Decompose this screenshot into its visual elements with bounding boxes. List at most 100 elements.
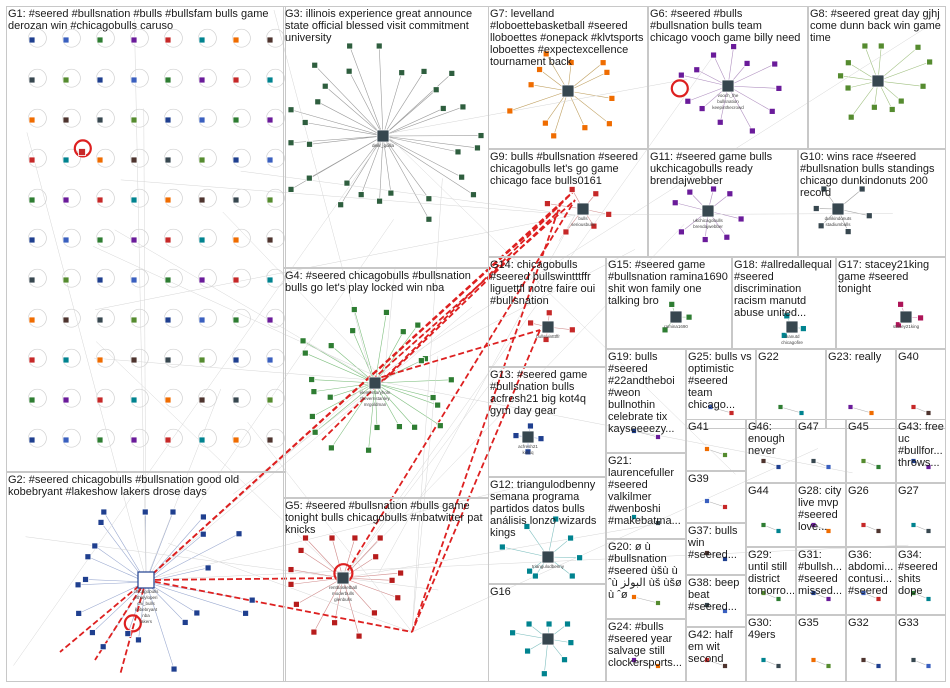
self-loop — [28, 348, 47, 368]
edge — [342, 577, 439, 591]
edge — [145, 204, 561, 581]
vertex — [925, 528, 932, 534]
edge — [78, 581, 147, 614]
vertex — [287, 139, 295, 147]
vertex — [91, 542, 99, 550]
edge — [342, 224, 685, 579]
edge — [371, 329, 541, 381]
edge — [26, 132, 147, 581]
isolate-vertex — [164, 316, 172, 324]
edge — [331, 345, 376, 384]
vertex — [459, 103, 467, 111]
group-box-g36 — [846, 547, 896, 615]
isolate-vertex — [28, 196, 36, 204]
edge — [681, 74, 729, 87]
edge — [145, 577, 344, 581]
edge — [247, 422, 413, 633]
edge — [233, 379, 385, 495]
isolate-vertex — [164, 156, 172, 164]
vertex — [434, 401, 442, 409]
group-label-g39: G39 — [688, 473, 709, 485]
vertex — [376, 197, 383, 205]
vertex — [631, 428, 637, 434]
vertex — [837, 72, 844, 80]
isolate-vertex — [232, 396, 240, 404]
vertex — [668, 300, 676, 308]
group-box-g18 — [732, 257, 836, 349]
vertex-label-layer: dear_quillaelementaryholnthevernstanleym… — [134, 93, 920, 624]
self-loop — [130, 348, 149, 368]
isolate-vertex — [130, 236, 138, 244]
isolate-vertex — [96, 36, 104, 44]
self-loop — [130, 428, 149, 448]
vertex — [722, 452, 728, 458]
self-loop — [96, 268, 115, 288]
edge — [382, 106, 464, 137]
vertex — [396, 423, 403, 430]
vertex — [74, 581, 82, 589]
vertex — [844, 59, 852, 67]
vertex — [655, 434, 661, 440]
vertex — [306, 140, 313, 148]
group-box-g47 — [796, 419, 846, 483]
vertex — [388, 576, 396, 584]
edge — [314, 65, 384, 137]
isolate-vertex — [62, 316, 70, 324]
edge — [727, 85, 773, 112]
edge — [309, 135, 384, 145]
vertex — [825, 596, 832, 602]
red-self-loop — [123, 614, 142, 633]
group-box-g13 — [488, 367, 606, 477]
isolate-vertex — [164, 356, 172, 364]
edge — [710, 406, 732, 414]
edge — [877, 80, 924, 87]
isolate-vertex — [62, 276, 70, 284]
isolate-vertex — [96, 196, 104, 204]
group-box-g41 — [686, 419, 746, 471]
hub-vertex — [368, 376, 382, 390]
group-box-g7 — [488, 6, 648, 149]
group-label-g46: G46: enough never — [748, 421, 785, 457]
vertex — [798, 410, 805, 416]
group-label-g23: G23: really — [828, 351, 882, 363]
isolate-vertex — [130, 316, 138, 324]
self-loop — [62, 428, 81, 448]
vertex — [685, 313, 693, 321]
self-loop — [130, 188, 149, 208]
isolate-vertex — [232, 276, 240, 284]
vertex — [299, 337, 307, 345]
group-label-g30: G30: 49ers — [748, 617, 776, 641]
self-loop — [130, 28, 149, 48]
isolate-vertex — [28, 276, 36, 284]
isolate-vertex — [198, 236, 206, 244]
group-label-g1: G1: #seered #bullsnation #bulls #bullsfa… — [8, 8, 269, 32]
vertex — [397, 569, 405, 577]
group-box-g11 — [648, 149, 798, 257]
isolate-vertex — [198, 76, 206, 84]
vertex — [544, 200, 551, 208]
vertex — [743, 60, 751, 67]
group-box-g22 — [756, 349, 826, 429]
vertex — [170, 665, 178, 673]
isolate-vertex — [198, 276, 206, 284]
vertex — [568, 326, 576, 334]
edge — [567, 72, 608, 92]
vertex — [301, 349, 309, 357]
group-box-g29 — [746, 547, 796, 615]
isolate-vertex — [266, 36, 274, 44]
vertex — [310, 628, 318, 636]
edge — [78, 581, 147, 586]
self-loop — [266, 108, 285, 128]
vertex — [75, 610, 83, 617]
vertex — [355, 632, 363, 640]
edge — [145, 581, 186, 623]
isolate-vertex — [198, 156, 206, 164]
self-loop — [130, 228, 149, 248]
edge — [877, 61, 930, 82]
edge — [382, 71, 425, 137]
vertex — [704, 446, 710, 452]
vertex — [910, 522, 917, 528]
vertex — [293, 600, 300, 608]
hub-label: thevernstanley — [360, 396, 390, 401]
isolate-vertex — [232, 156, 240, 164]
